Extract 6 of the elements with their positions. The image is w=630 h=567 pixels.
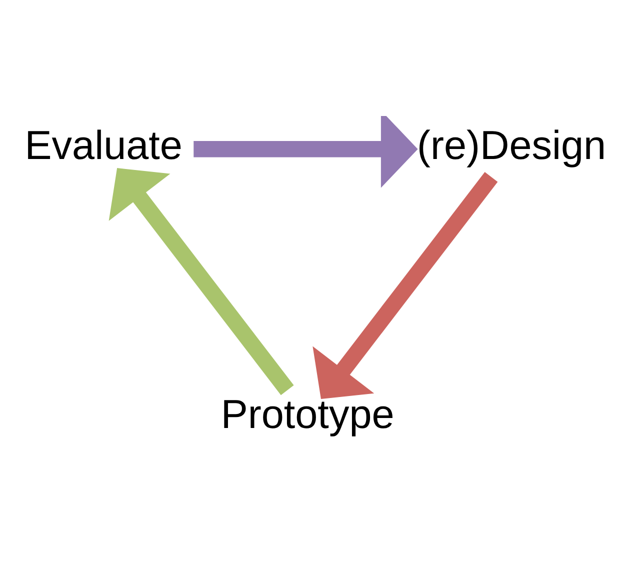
node-text: Prototype [220, 391, 394, 438]
node-text: Evaluate [24, 122, 182, 168]
arrow [108, 168, 294, 396]
arrow [312, 172, 498, 400]
node-text: (re)Design [416, 122, 606, 168]
arrow [194, 116, 418, 188]
